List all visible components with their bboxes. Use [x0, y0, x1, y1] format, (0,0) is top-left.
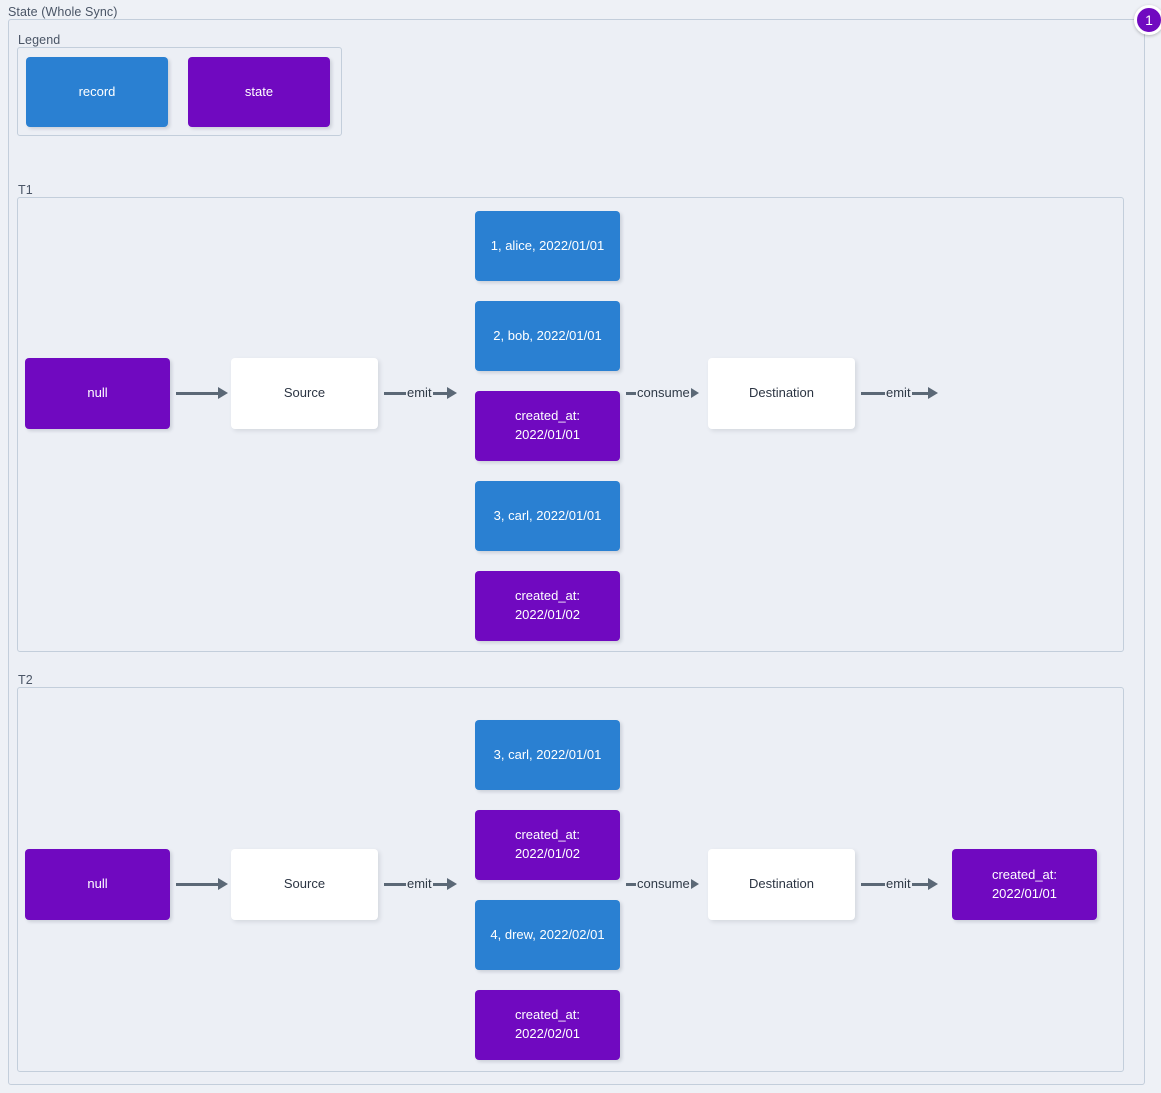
legend-swatch-record: record — [26, 57, 168, 127]
t1-stream-item-1: 2, bob, 2022/01/01 — [475, 301, 620, 371]
t2-stream-item-1: created_at: 2022/01/02 — [475, 810, 620, 880]
legend-swatch-state: state — [188, 57, 330, 127]
legend-title: Legend — [18, 33, 61, 47]
t1-stream-item-3: 3, carl, 2022/01/01 — [475, 481, 620, 551]
t2-final-state-node: created_at: 2022/01/01 — [952, 849, 1097, 920]
t1-stream-item-4: created_at: 2022/01/02 — [475, 571, 620, 641]
section-t2-title: T2 — [18, 673, 33, 687]
t1-stream-item-0: 1, alice, 2022/01/01 — [475, 211, 620, 281]
t2-initial-state-node: null — [25, 849, 170, 920]
diagram-title: State (Whole Sync) — [8, 5, 118, 19]
t2-destination-node: Destination — [708, 849, 855, 920]
t2-stream-item-3: created_at: 2022/02/01 — [475, 990, 620, 1060]
t2-stream-item-2: 4, drew, 2022/02/01 — [475, 900, 620, 970]
t1-source-node: Source — [231, 358, 378, 429]
t1-destination-node: Destination — [708, 358, 855, 429]
step-badge: 1 — [1134, 5, 1161, 35]
t2-stream-item-0: 3, carl, 2022/01/01 — [475, 720, 620, 790]
section-t1-title: T1 — [18, 183, 33, 197]
t1-stream-item-2: created_at: 2022/01/01 — [475, 391, 620, 461]
t1-initial-state-node: null — [25, 358, 170, 429]
t2-source-node: Source — [231, 849, 378, 920]
